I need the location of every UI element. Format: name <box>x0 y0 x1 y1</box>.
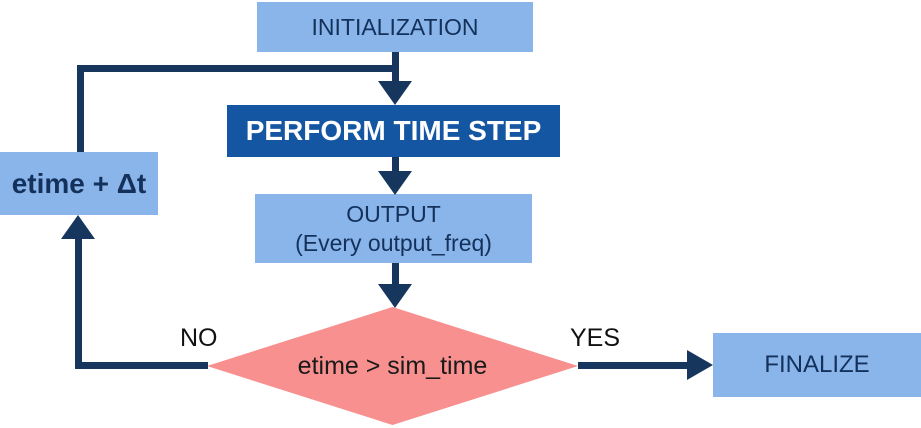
node-perform-time-step: PERFORM TIME STEP <box>227 105 560 157</box>
edge-label-no: NO <box>180 324 218 352</box>
arrow-yes-head <box>687 350 713 380</box>
edge-label-yes: YES <box>570 324 621 352</box>
node-perform-time-step-label: PERFORM TIME STEP <box>245 115 542 146</box>
node-output-sublabel: (Every output_freq) <box>295 229 492 256</box>
node-finalize-label: FINALIZE <box>764 351 870 378</box>
arrow-output-to-decision-head <box>378 284 412 308</box>
arrow-yes-line <box>578 362 690 369</box>
node-initialization: INITIALIZATION <box>257 2 533 52</box>
arrow-no-head <box>61 215 95 239</box>
node-etime-update: etime + Δt <box>0 152 158 215</box>
node-output: OUTPUT (Every output_freq) <box>255 194 532 263</box>
arrow-init-to-timestep-head <box>378 81 412 105</box>
arrow-timestep-to-output-head <box>378 171 412 195</box>
arrow-output-to-decision-line <box>392 263 399 288</box>
node-etime-update-label: etime + Δt <box>11 168 147 199</box>
arrow-timestep-to-output-line <box>392 157 399 175</box>
node-finalize: FINALIZE <box>713 333 921 397</box>
arrow-no-vertical-line <box>75 236 82 369</box>
node-decision-label: etime > sim_time <box>297 351 488 380</box>
node-initialization-label: INITIALIZATION <box>311 13 479 40</box>
node-output-label: OUTPUT <box>346 200 441 227</box>
node-decision-diamond: etime > sim_time <box>207 307 578 425</box>
arrow-no-horizontal-line <box>75 362 208 369</box>
loop-vertical-line <box>77 65 84 152</box>
loop-horizontal-line <box>77 65 399 72</box>
